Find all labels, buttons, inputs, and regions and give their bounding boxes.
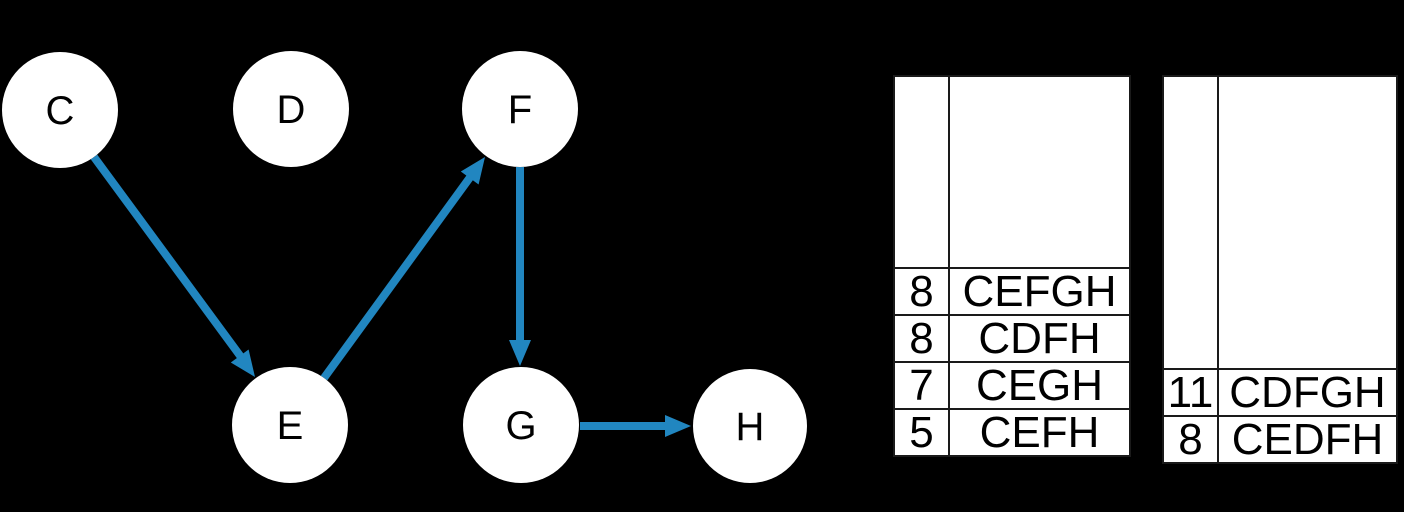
edge-line — [320, 173, 475, 381]
path-cell: CDFH — [948, 314, 1131, 363]
path-cell: CEFGH — [948, 267, 1131, 316]
node-circle — [693, 369, 807, 483]
path-cell: CEDFH — [1217, 415, 1398, 464]
header-cost-cell — [893, 75, 950, 269]
edge-E-F — [320, 157, 485, 381]
edge-C-E — [90, 154, 255, 377]
table-row: 8 CDFH — [893, 314, 1131, 363]
node-circle — [462, 51, 578, 167]
header-path-cell — [1217, 75, 1398, 370]
node-circle — [2, 52, 118, 168]
node-D: D — [233, 51, 349, 167]
node-label: D — [277, 88, 306, 132]
arrowhead-icon — [509, 340, 531, 366]
edge-F-G — [509, 167, 531, 366]
arrowhead-icon — [230, 349, 255, 377]
node-H: H — [693, 369, 807, 483]
node-label: C — [46, 89, 75, 133]
node-label: H — [736, 405, 765, 449]
paths-table-right: 11 CDFGH 8 CEDFH — [1162, 75, 1398, 464]
node-label: G — [505, 404, 536, 448]
node-G: G — [463, 367, 579, 483]
cost-cell: 5 — [893, 408, 950, 457]
header-cost-cell — [1162, 75, 1219, 370]
paths-table-left: 8 CEFGH 8 CDFH 7 CEGH 5 CEFH — [893, 75, 1131, 457]
path-cell: CDFGH — [1217, 368, 1398, 417]
cost-cell: 8 — [893, 267, 950, 316]
header-path-cell — [948, 75, 1131, 269]
arrowhead-icon — [460, 157, 485, 185]
node-circle — [463, 367, 579, 483]
path-cell: CEGH — [948, 361, 1131, 410]
cost-cell: 7 — [893, 361, 950, 410]
node-circle — [233, 51, 349, 167]
edge-line — [90, 154, 245, 360]
node-C: C — [2, 52, 118, 168]
table-header-row — [893, 75, 1131, 269]
node-label: F — [508, 88, 532, 132]
table-row: 5 CEFH — [893, 408, 1131, 457]
node-circle — [232, 367, 348, 483]
edge-G-H — [580, 415, 691, 437]
table-row: 8 CEDFH — [1162, 415, 1398, 464]
cost-cell: 8 — [893, 314, 950, 363]
table-row: 7 CEGH — [893, 361, 1131, 410]
cost-cell: 11 — [1162, 368, 1219, 417]
path-cell: CEFH — [948, 408, 1131, 457]
table-row: 11 CDFGH — [1162, 368, 1398, 417]
table-header-row — [1162, 75, 1398, 370]
cost-cell: 8 — [1162, 415, 1219, 464]
arrowhead-icon — [665, 415, 691, 437]
table-row: 8 CEFGH — [893, 267, 1131, 316]
node-label: E — [277, 404, 304, 448]
node-F: F — [462, 51, 578, 167]
node-E: E — [232, 367, 348, 483]
